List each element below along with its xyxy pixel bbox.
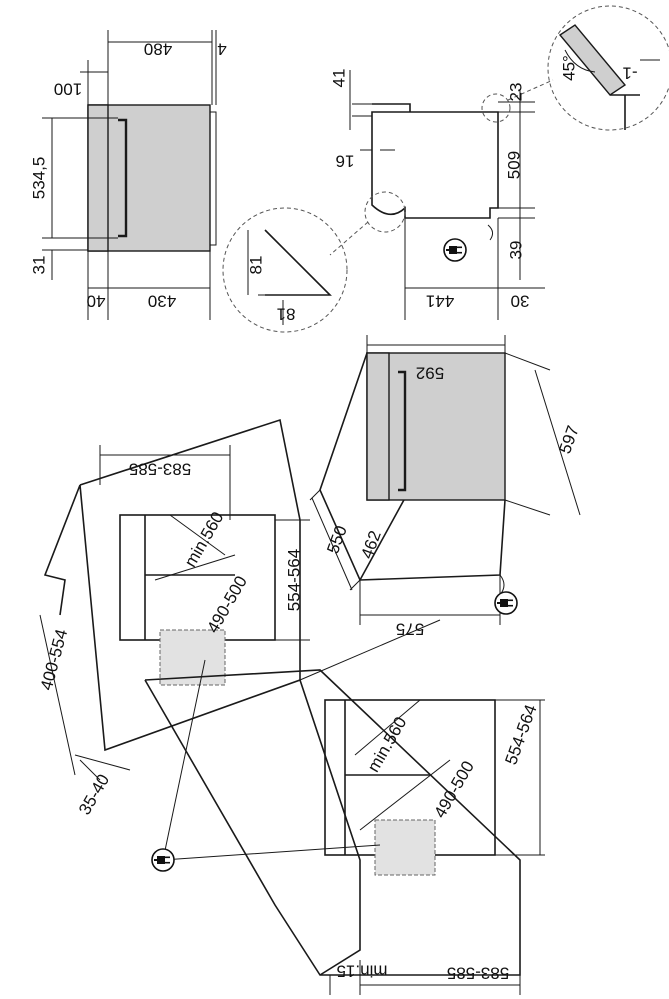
dim-480: 480: [144, 40, 172, 59]
dim-100: 100: [54, 80, 82, 99]
power-plug-icon: [443, 238, 467, 262]
dim-min-15: min.15: [336, 962, 387, 981]
lower-cabinet: [144, 669, 545, 995]
dim-509: 509: [504, 151, 523, 179]
dim-462: 462: [357, 528, 385, 561]
dim-597: 597: [555, 423, 583, 456]
dim-81-vertical: 81: [246, 256, 265, 275]
dim-554-564-lower: 554-564: [501, 702, 540, 767]
upper-cabinet: [39, 418, 441, 781]
dim-534-5: 534,5: [29, 157, 48, 200]
dim-592: 592: [416, 364, 444, 383]
dim-31: 31: [29, 256, 48, 275]
power-plug-icon: [151, 848, 175, 872]
dim-16: 16: [336, 152, 355, 171]
dim-575: 575: [396, 620, 424, 639]
dim-583-585-upper: 583-585: [129, 460, 191, 479]
dim-23: 23: [506, 83, 525, 102]
dim-441: 441: [426, 292, 454, 311]
dim-81-horizontal: 81: [277, 305, 296, 324]
dim-490-500-upper: 490-500: [203, 573, 251, 637]
dim-min-560-upper: min.560: [181, 509, 228, 571]
power-plug-icon: [494, 591, 518, 615]
dim-4: 4: [217, 40, 226, 59]
oven-side-view: [42, 30, 217, 320]
dim-583-585-lower: 583-585: [447, 964, 509, 983]
dim-41: 41: [329, 69, 348, 88]
dim-40: 40: [87, 292, 106, 311]
dim-30: 30: [511, 292, 530, 311]
dim-430: 430: [148, 292, 176, 311]
angle-45: 45°: [559, 55, 578, 81]
dim-39: 39: [506, 241, 525, 260]
dim-554-564-upper: 554-564: [284, 549, 303, 611]
oven-profile-view: [222, 5, 669, 333]
dim-400-554: 400-554: [37, 627, 72, 692]
dim-35-40: 35-40: [75, 771, 113, 818]
plug-leader-lines: [162, 659, 381, 861]
dim-490-500-lower: 490-500: [430, 758, 478, 822]
dim-minus-1: -1: [622, 64, 637, 83]
dim-min-560-lower: min.560: [364, 714, 411, 776]
oven-perspective: [309, 335, 581, 625]
